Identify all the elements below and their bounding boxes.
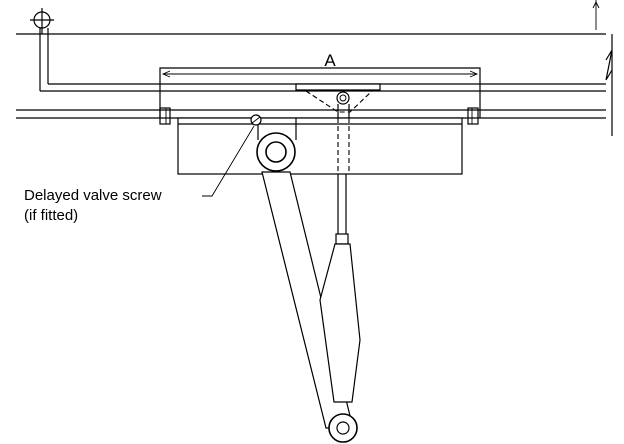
forearm-rod [319,174,361,403]
dimension-a-label: A [324,51,336,70]
callout-leader [202,125,255,197]
arm-shoe-bracket [295,83,381,118]
concealed-rod [337,118,350,174]
hinge-pivot-symbol [30,8,54,91]
dimension-a: A [161,51,479,78]
callout-line-1: Delayed valve screw [24,187,162,204]
delayed-valve-screw [250,114,262,126]
closer-body [177,117,463,175]
door-frame [16,33,606,119]
break-symbol [592,0,613,136]
mounting-plate [159,67,481,125]
callout-line-2: (if fitted) [24,207,78,224]
